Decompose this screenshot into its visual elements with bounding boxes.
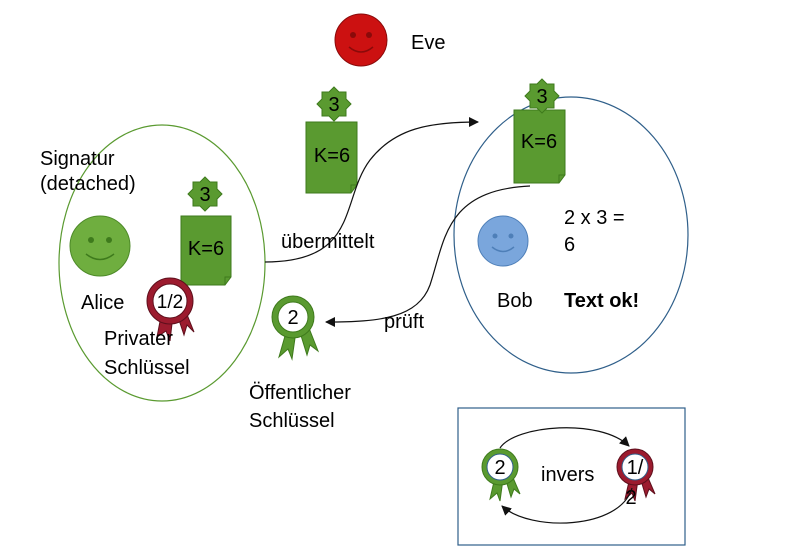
- alice-document: K=6: [180, 215, 232, 286]
- legend-bottom-arrow: [501, 487, 633, 524]
- legend-invers-label: invers: [541, 464, 594, 486]
- bob-badge-number: 3: [536, 86, 547, 108]
- bob-calc-line1: 2 x 3 =: [564, 207, 625, 229]
- legend-box: [457, 407, 686, 546]
- verify-label: prüft: [384, 311, 424, 333]
- public-key-label-line2: Schlüssel: [249, 410, 335, 432]
- alice-badge-number: 3: [199, 184, 210, 206]
- private-key-label-line1: Privater: [104, 328, 173, 350]
- legend-public-seal-icon: 2: [481, 448, 521, 502]
- legend-private-seal-icon: 1/: [616, 448, 656, 502]
- private-key-seal-icon: 1/2: [146, 277, 195, 342]
- alice-label: Alice: [81, 292, 124, 314]
- bob-document-text: K=6: [521, 131, 557, 153]
- eve-smiley-icon: [334, 13, 388, 67]
- private-key-label-line2: Schlüssel: [104, 357, 190, 379]
- bob-result: Text ok!: [564, 290, 639, 312]
- legend-private-seal-line1: 1/: [627, 457, 644, 479]
- legend-top-arrow: [499, 427, 630, 449]
- verify-arrow: [325, 185, 531, 327]
- alice-ellipse: [58, 124, 266, 402]
- alice-smiley-icon: [69, 215, 131, 277]
- bob-calc-line2: 6: [564, 234, 575, 256]
- bob-smiley-icon: [477, 215, 529, 267]
- legend-public-seal-number: 2: [494, 457, 505, 479]
- transit-badge-number: 3: [328, 94, 339, 116]
- public-key-label-line1: Öffentlicher: [249, 382, 351, 404]
- transit-badge-icon: 3: [316, 86, 352, 122]
- alice-badge-icon: 3: [187, 176, 223, 212]
- public-key-seal-icon: 2: [271, 295, 320, 361]
- bob-document: K=6: [513, 109, 566, 184]
- bob-badge-icon: 3: [524, 78, 560, 114]
- signature-label-line1: Signatur: [40, 148, 115, 170]
- signature-label-line2: (detached): [40, 173, 136, 195]
- bob-ellipse: [453, 96, 689, 374]
- eve-label: Eve: [411, 32, 445, 54]
- bob-label: Bob: [497, 290, 533, 312]
- transmit-label: übermittelt: [281, 231, 375, 253]
- transmit-arrow: [264, 117, 479, 263]
- alice-document-text: K=6: [188, 238, 224, 260]
- legend-private-seal-line2: 2: [625, 487, 636, 509]
- public-key-seal-number: 2: [287, 307, 298, 329]
- transit-document-text: K=6: [314, 145, 350, 167]
- transit-document: K=6: [305, 121, 358, 194]
- private-key-seal-number: 1/2: [157, 292, 183, 313]
